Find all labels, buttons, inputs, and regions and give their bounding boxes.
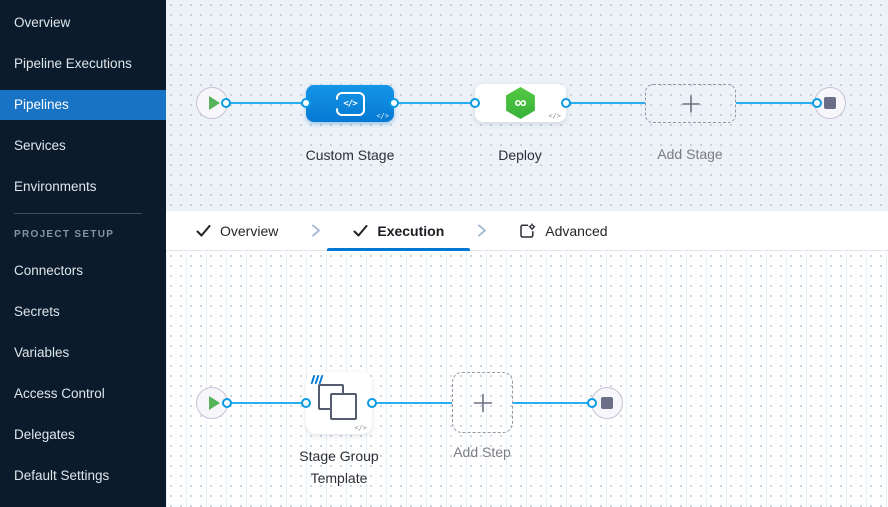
pipeline-start-node[interactable]	[196, 87, 228, 119]
sidebar-nav: Overview Pipeline Executions Pipelines S…	[0, 0, 166, 507]
deploy-stage-label: Deploy	[498, 147, 542, 163]
tab-advanced-label: Advanced	[545, 222, 608, 239]
step-connector-line	[227, 402, 306, 404]
tab-overview[interactable]: Overview	[170, 211, 304, 250]
add-step-button[interactable]	[452, 372, 513, 433]
sidebar-item-connectors[interactable]: Connectors	[14, 263, 84, 278]
stage-group-template-label-line2: Template	[310, 470, 368, 486]
project-setup-section-label: PROJECT SETUP	[14, 229, 115, 240]
yaml-code-badge[interactable]: </>	[548, 112, 561, 120]
tab-execution-label: Execution	[377, 222, 445, 239]
sidebar-item-variables[interactable]: Variables	[14, 345, 70, 360]
add-step-label: Add Step	[453, 444, 511, 460]
play-icon	[208, 96, 220, 110]
main-area: </> </> Custom Stage ∞ </> Deploy Add St…	[166, 0, 888, 507]
stop-icon	[824, 97, 836, 109]
edge-anchor[interactable]	[222, 398, 232, 408]
sidebar-item-delegates[interactable]: Delegates	[14, 427, 75, 442]
sidebar-item-default-settings[interactable]: Default Settings	[14, 468, 110, 483]
stage-connector-line	[394, 102, 475, 104]
sidebar-item-secrets[interactable]: Secrets	[14, 304, 60, 319]
check-icon	[353, 224, 368, 236]
deploy-stage-node[interactable]: ∞ </>	[475, 84, 566, 122]
edge-anchor[interactable]	[561, 98, 571, 108]
sidebar-item-environments[interactable]: Environments	[14, 179, 97, 194]
plus-icon	[681, 94, 700, 113]
sidebar-item-access-control[interactable]: Access Control	[14, 386, 105, 401]
check-icon	[196, 224, 211, 236]
edge-anchor[interactable]	[367, 398, 377, 408]
template-badge-icon	[310, 375, 324, 384]
sidebar-divider	[14, 213, 142, 214]
yaml-code-badge[interactable]: </>	[376, 112, 389, 120]
stage-config-tabbar: Overview Execution	[166, 210, 888, 251]
edge-anchor[interactable]	[301, 398, 311, 408]
stage-group-template-label-line1: Stage Group	[299, 448, 379, 464]
chevron-right-icon	[310, 223, 321, 238]
sidebar-item-services[interactable]: Services	[14, 138, 66, 153]
yaml-code-badge[interactable]: </>	[354, 424, 367, 432]
plus-icon	[473, 393, 492, 412]
custom-stage-icon: </>	[331, 91, 365, 116]
group-squares-icon	[330, 393, 357, 420]
stage-connector-line	[566, 102, 645, 104]
edge-anchor[interactable]	[221, 98, 231, 108]
tab-overview-label: Overview	[220, 222, 279, 239]
edge-anchor[interactable]	[301, 98, 311, 108]
code-glyph: </>	[343, 98, 357, 109]
edge-anchor[interactable]	[587, 398, 597, 408]
step-connector-line	[513, 402, 592, 404]
tab-execution[interactable]: Execution	[327, 211, 471, 251]
edge-anchor[interactable]	[470, 98, 480, 108]
custom-stage-label: Custom Stage	[305, 147, 395, 163]
stage-group-template-node[interactable]: </>	[306, 372, 372, 434]
step-connector-line	[372, 402, 452, 404]
stage-canvas[interactable]: </> </> Custom Stage ∞ </> Deploy Add St…	[166, 0, 888, 210]
chevron-right-icon	[476, 223, 487, 238]
cd-hexagon-icon: ∞	[506, 87, 535, 119]
infinity-icon: ∞	[514, 93, 527, 112]
custom-stage-icon-notch	[331, 99, 341, 108]
tab-advanced[interactable]: Advanced	[493, 211, 633, 250]
sidebar-item-overview[interactable]: Overview	[14, 15, 71, 30]
custom-stage-node[interactable]: </> </>	[306, 85, 394, 122]
stage-group-template-label: Stage Group Template	[299, 445, 378, 489]
stage-connector-line	[736, 102, 817, 104]
edge-anchor[interactable]	[389, 98, 399, 108]
edge-anchor[interactable]	[812, 98, 822, 108]
stage-connector-line	[226, 102, 306, 104]
add-stage-button[interactable]	[645, 84, 736, 123]
execution-canvas[interactable]: </> Stage Group Template Add Step	[166, 251, 888, 507]
stop-icon	[601, 397, 613, 409]
sidebar-item-pipeline-executions[interactable]: Pipeline Executions	[14, 56, 132, 71]
advanced-settings-icon	[520, 222, 536, 238]
play-icon	[208, 396, 220, 410]
add-stage-label: Add Stage	[657, 146, 723, 162]
sidebar-item-pipelines[interactable]: Pipelines	[0, 90, 166, 120]
